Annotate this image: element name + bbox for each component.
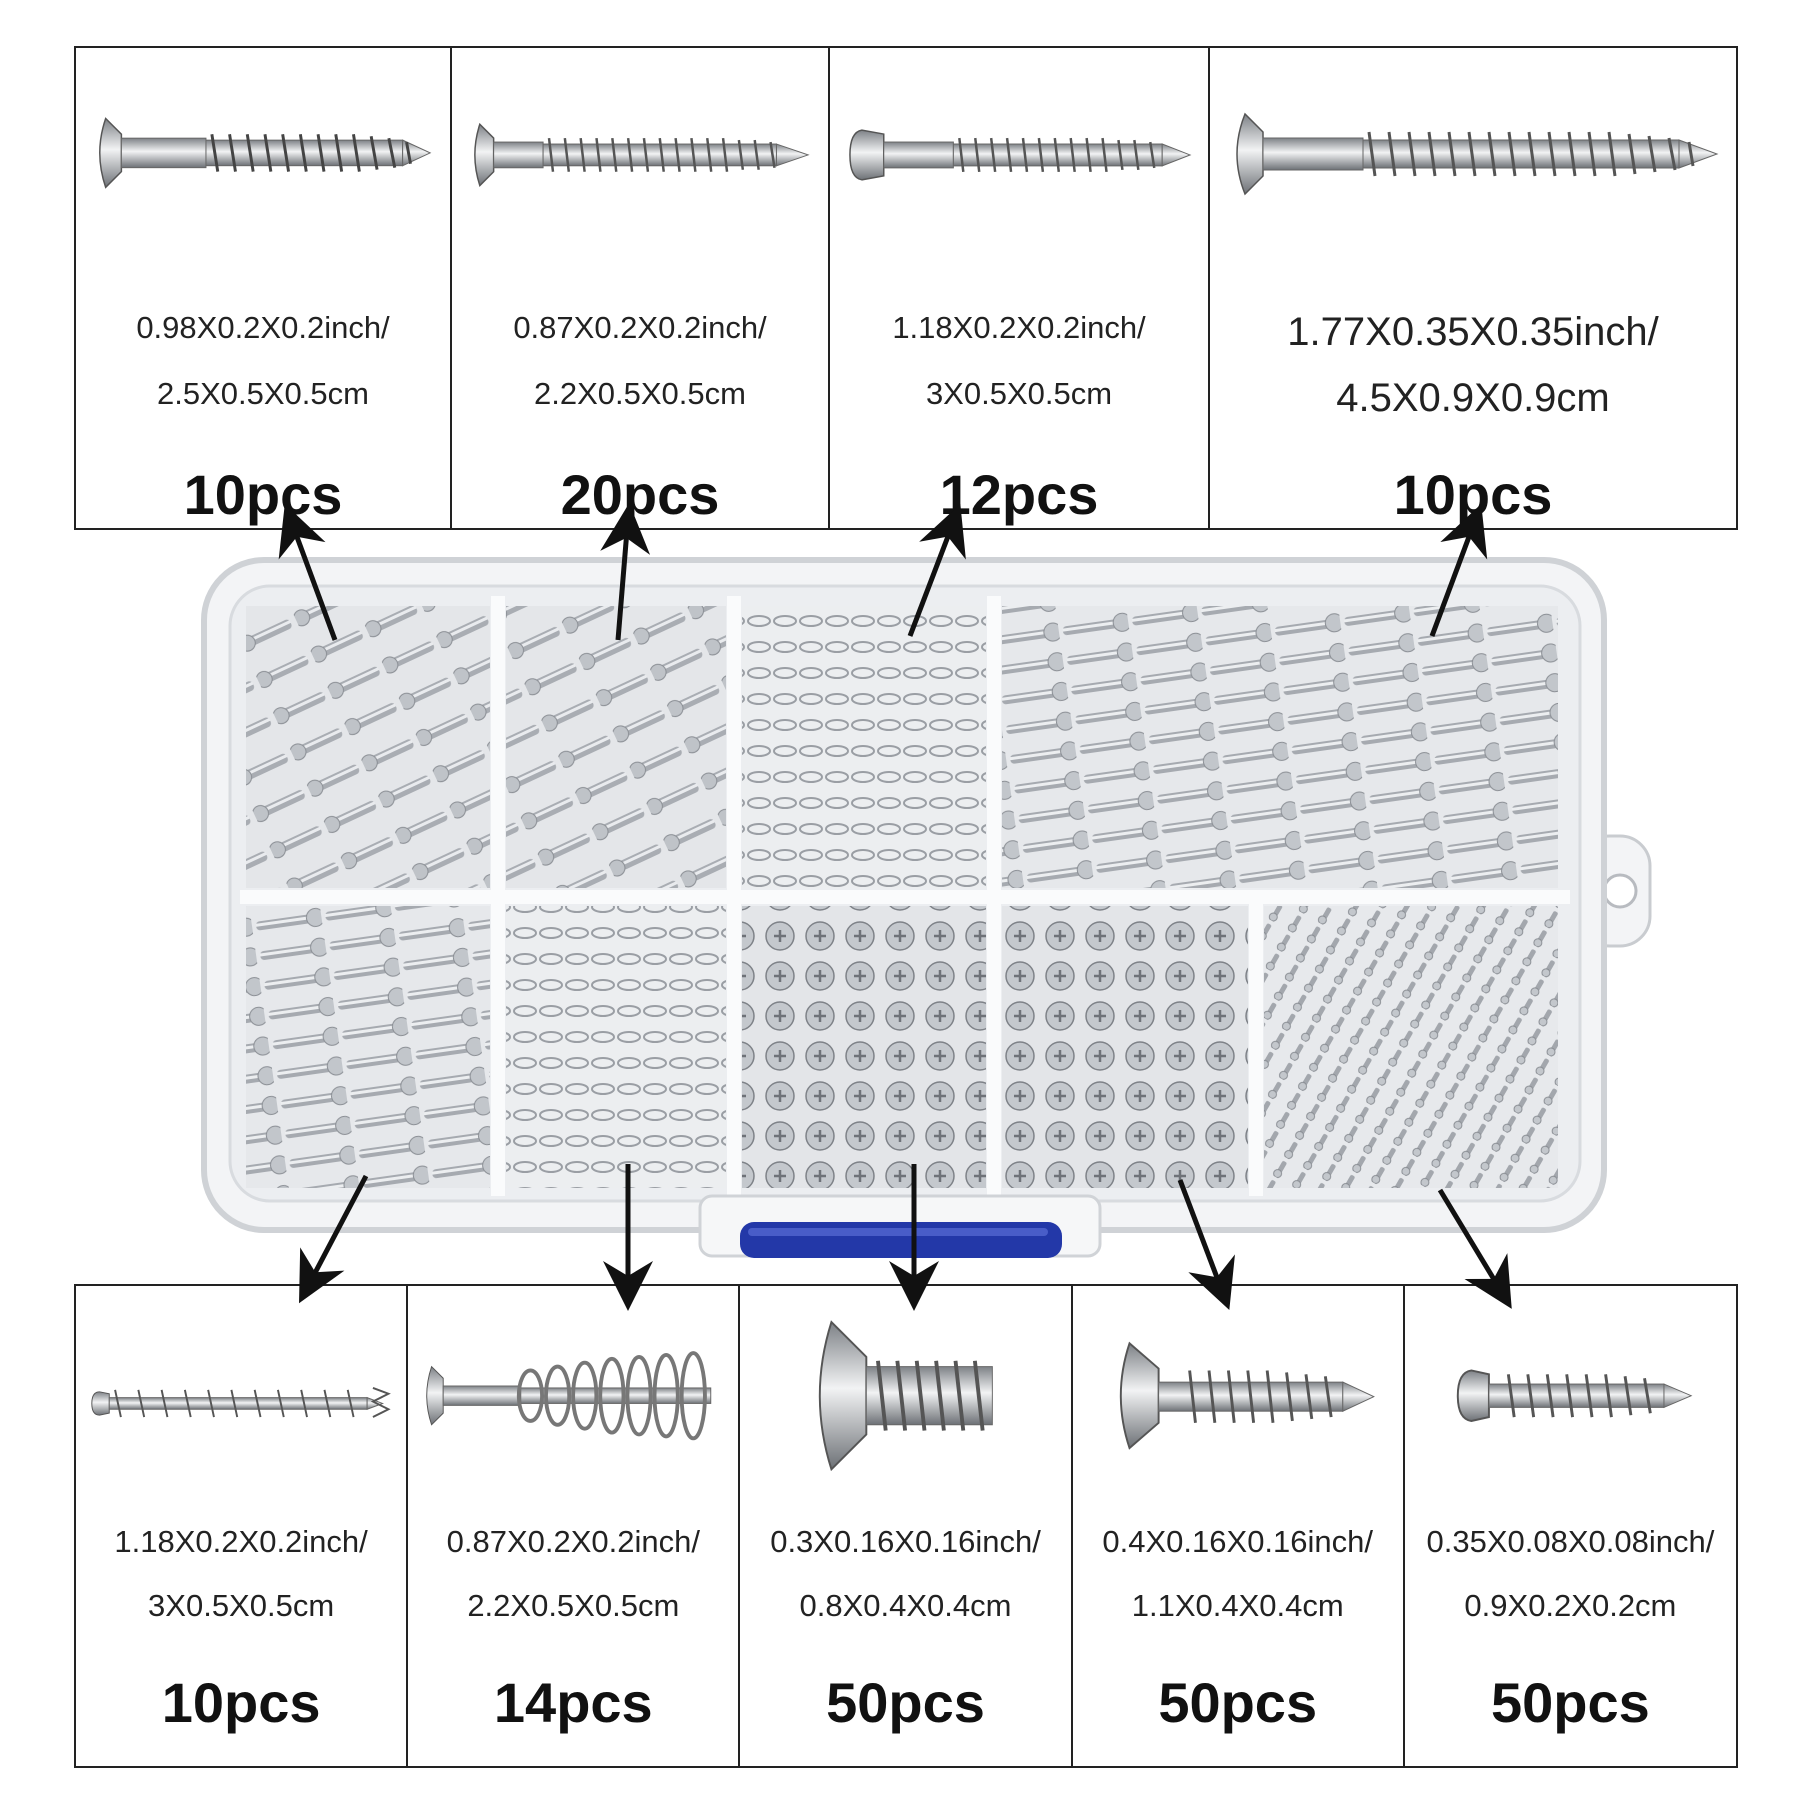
quantity-label: 10pcs (161, 1671, 321, 1734)
dimension-cm: 3X0.5X0.5cm (925, 376, 1113, 411)
top-spec-grid: 0.98X0.2X0.2inch/ 2.5X0.5X0.5cm 10pcs 0.… (74, 46, 1738, 530)
long-oval-head-screw-icon (1236, 112, 1719, 196)
flat-head-screw-icon (474, 122, 810, 187)
dimension-inch: 0.87X0.2X0.2inch/ (446, 1524, 700, 1559)
dimension-cm: 2.2X0.5X0.5cm (534, 376, 746, 411)
quantity-label: 14pcs (493, 1671, 653, 1734)
dimension-cm: 4.5X0.9X0.9cm (1336, 376, 1610, 420)
quantity-label: 50pcs (826, 1671, 985, 1734)
countersunk-tapping-screw-icon (1119, 1341, 1375, 1450)
dimension-cm: 0.9X0.2X0.2cm (1464, 1588, 1677, 1623)
quantity-label: 12pcs (939, 463, 1099, 526)
dimension-inch: 0.98X0.2X0.2inch/ (136, 310, 390, 345)
spec-cell-bottom-2: 0.87X0.2X0.2inch/ 2.2X0.5X0.5cm 14pcs (408, 1286, 741, 1766)
quantity-label: 10pcs (1393, 463, 1553, 526)
spec-cell-top-1: 0.98X0.2X0.2inch/ 2.5X0.5X0.5cm 10pcs (76, 48, 452, 528)
oval-head-screw-icon (99, 117, 432, 189)
machine-screw-icon (819, 1320, 994, 1472)
dimension-inch: 0.87X0.2X0.2inch/ (513, 310, 767, 345)
small-pan-head-screw-icon (1456, 1369, 1693, 1422)
dimension-cm: 1.1X0.4X0.4cm (1131, 1588, 1344, 1623)
screw-with-long-spring-icon (91, 1387, 391, 1418)
dimension-inch: 0.4X0.16X0.16inch/ (1102, 1524, 1374, 1559)
spec-cell-top-4: 1.77X0.35X0.35inch/ 4.5X0.9X0.9cm 10pcs (1210, 48, 1736, 528)
quantity-label: 50pcs (1158, 1671, 1318, 1734)
dimension-cm: 2.5X0.5X0.5cm (157, 376, 369, 411)
screw-with-spring-icon (426, 1351, 712, 1441)
spec-cell-bottom-1: 1.18X0.2X0.2inch/ 3X0.5X0.5cm 10pcs (76, 1286, 409, 1766)
dimension-inch: 0.3X0.16X0.16inch/ (770, 1524, 1041, 1559)
dimension-inch: 1.77X0.35X0.35inch/ (1287, 310, 1659, 354)
dimension-inch: 0.35X0.08X0.08inch/ (1426, 1524, 1715, 1559)
dimension-cm: 2.2X0.5X0.5cm (467, 1588, 680, 1623)
spec-cell-bottom-3: 0.3X0.16X0.16inch/ 0.8X0.4X0.4cm 50pcs (740, 1286, 1073, 1766)
pan-head-screw-icon (849, 129, 1192, 181)
dimension-inch: 1.18X0.2X0.2inch/ (114, 1524, 368, 1559)
quantity-label: 20pcs (560, 463, 720, 526)
dimension-cm: 3X0.5X0.5cm (148, 1588, 335, 1623)
spec-cell-bottom-5: 0.35X0.08X0.08inch/ 0.9X0.2X0.2cm 50pcs (1405, 1286, 1736, 1766)
spec-cell-bottom-4: 0.4X0.16X0.16inch/ 1.1X0.4X0.4cm 50pcs (1073, 1286, 1405, 1766)
quantity-label: 50pcs (1491, 1671, 1650, 1734)
spec-cell-top-3: 1.18X0.2X0.2inch/ 3X0.5X0.5cm 12pcs (830, 48, 1210, 528)
quantity-label: 10pcs (183, 463, 343, 526)
bottom-spec-grid: 1.18X0.2X0.2inch/ 3X0.5X0.5cm 10pcs 0.87… (74, 1284, 1738, 1768)
dimension-cm: 0.8X0.4X0.4cm (799, 1588, 1012, 1623)
dimension-inch: 1.18X0.2X0.2inch/ (892, 310, 1146, 345)
storage-box-image (201, 557, 1652, 1258)
spec-cell-top-2: 0.87X0.2X0.2inch/ 2.2X0.5X0.5cm 20pcs (452, 48, 830, 528)
